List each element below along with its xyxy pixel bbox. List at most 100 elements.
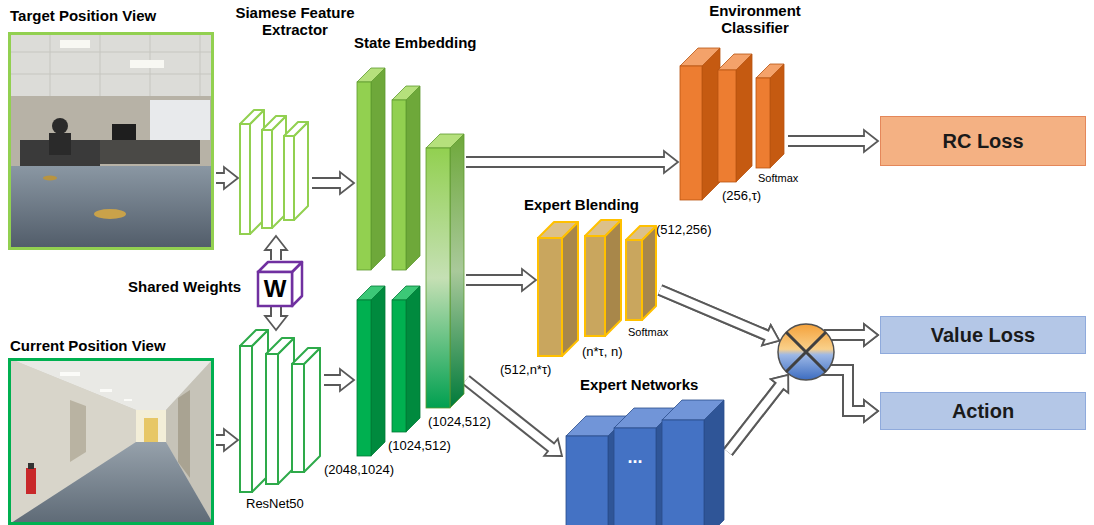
flow-arrow: [728, 324, 878, 452]
slab-front: [614, 428, 656, 525]
module-heading: Shared Weights: [128, 278, 241, 296]
arrow-body: [272, 307, 280, 319]
flow-arrow: [728, 370, 878, 452]
photo-ceiling: [8, 32, 214, 96]
slab-front: [258, 272, 292, 306]
expert-networks-node: Expert Networks...: [560, 374, 730, 525]
slab-side: [371, 68, 385, 270]
slab-top: [284, 122, 308, 136]
arrow-body: [820, 370, 867, 411]
arrow-body: [660, 290, 769, 336]
arrow-body: [466, 276, 525, 284]
slab-front: [357, 82, 371, 270]
slab-side: [702, 48, 720, 200]
layer-slab: [262, 116, 286, 228]
flow-arrow: [466, 269, 536, 291]
slab-front: [538, 238, 562, 356]
layer-group: [566, 400, 724, 525]
slab-top: [258, 262, 302, 272]
slab-top: [538, 222, 578, 238]
dimension-label: (2048,1024): [324, 462, 394, 478]
layer-stack: [650, 2, 812, 240]
slab-top: [392, 86, 420, 100]
arrow-body: [820, 370, 867, 411]
slab-front: [680, 66, 702, 200]
current-view-node: Current Position View: [8, 336, 214, 525]
slab-side: [704, 400, 724, 525]
slab-front: [662, 420, 704, 525]
layer-slab: [240, 110, 264, 234]
layer-label: Softmax: [758, 172, 798, 185]
arrow-body: [728, 384, 781, 452]
flow-arrow: [466, 151, 678, 173]
slab-side: [642, 226, 656, 320]
slab-top: [357, 286, 385, 300]
arrow-outline: [820, 370, 865, 411]
floor-marker: [94, 209, 126, 219]
flow-arrow: [265, 307, 287, 330]
extractor-node: Siamese Feature Extractor: [232, 4, 358, 238]
view-heading: Target Position View: [10, 7, 156, 25]
environment-classifier-node: Environment Classifier(512,256)(256,τ)So…: [650, 2, 812, 240]
layer-group: [258, 262, 302, 306]
slab-front: [240, 124, 250, 234]
slab-front: [262, 130, 272, 228]
action-box: Action: [880, 392, 1086, 430]
loss-label: RC Loss: [942, 129, 1023, 153]
back-wall: [8, 96, 214, 168]
loss-label: Value Loss: [931, 323, 1036, 347]
slab-side: [736, 54, 752, 182]
view-heading: Current Position View: [10, 337, 166, 355]
far-door: [144, 418, 158, 442]
layer-slab: [626, 226, 656, 320]
office-desk: [100, 140, 200, 164]
slab-front: [240, 346, 252, 492]
side-door: [178, 390, 190, 478]
loss-box: RC Loss: [880, 116, 1086, 166]
module-heading: Siamese Feature Extractor: [232, 4, 358, 38]
layer-slab: [392, 86, 420, 270]
side-door: [70, 400, 86, 462]
flow-arrow: [312, 172, 354, 194]
slab-side: [450, 134, 464, 408]
slab-front: [292, 364, 304, 472]
slab-front: [426, 148, 450, 408]
slab-top: [680, 48, 720, 66]
state-embedding-node: State Embedding(2048,1024)(1024,512)(102…: [318, 34, 498, 484]
corridor-end: [136, 410, 166, 442]
photo-frame: [10, 34, 213, 249]
slab-side: [406, 286, 420, 432]
module-heading: Environment Classifier: [700, 2, 810, 36]
flow-arrow: [265, 236, 287, 260]
layer-stack: [560, 374, 730, 525]
slab-top: [357, 68, 385, 82]
dimension-label: (1024,512): [428, 414, 491, 430]
target-view-node: Target Position View: [8, 6, 214, 250]
arrow-body: [216, 436, 227, 444]
layer-slab: [538, 222, 578, 356]
slab-top: [756, 64, 784, 78]
slab-front: [392, 100, 406, 270]
dimension-label: (512,256): [656, 222, 712, 238]
layer-slab: [266, 338, 294, 484]
arrow-outline: [820, 370, 865, 411]
slab-front: [756, 78, 770, 168]
slab-front: [284, 136, 294, 220]
ceiling-light: [124, 399, 132, 401]
ellipsis-mark: ...: [614, 446, 656, 468]
layer-slab: [284, 122, 308, 220]
module-label: ResNet50: [246, 496, 304, 512]
slab-top: [292, 348, 320, 364]
ceiling-tiles: [8, 32, 214, 96]
extinguisher-cap: [28, 463, 34, 469]
module-heading: Expert Networks: [580, 376, 698, 394]
layer-group: [240, 330, 320, 492]
slab-front: [266, 354, 278, 484]
carpet-floor: [8, 166, 214, 250]
arrow-body: [272, 248, 280, 261]
module-heading: Expert Blending: [524, 196, 639, 214]
slab-front: [392, 300, 406, 432]
slab-top: [240, 330, 268, 346]
layer-slab: [426, 134, 464, 408]
